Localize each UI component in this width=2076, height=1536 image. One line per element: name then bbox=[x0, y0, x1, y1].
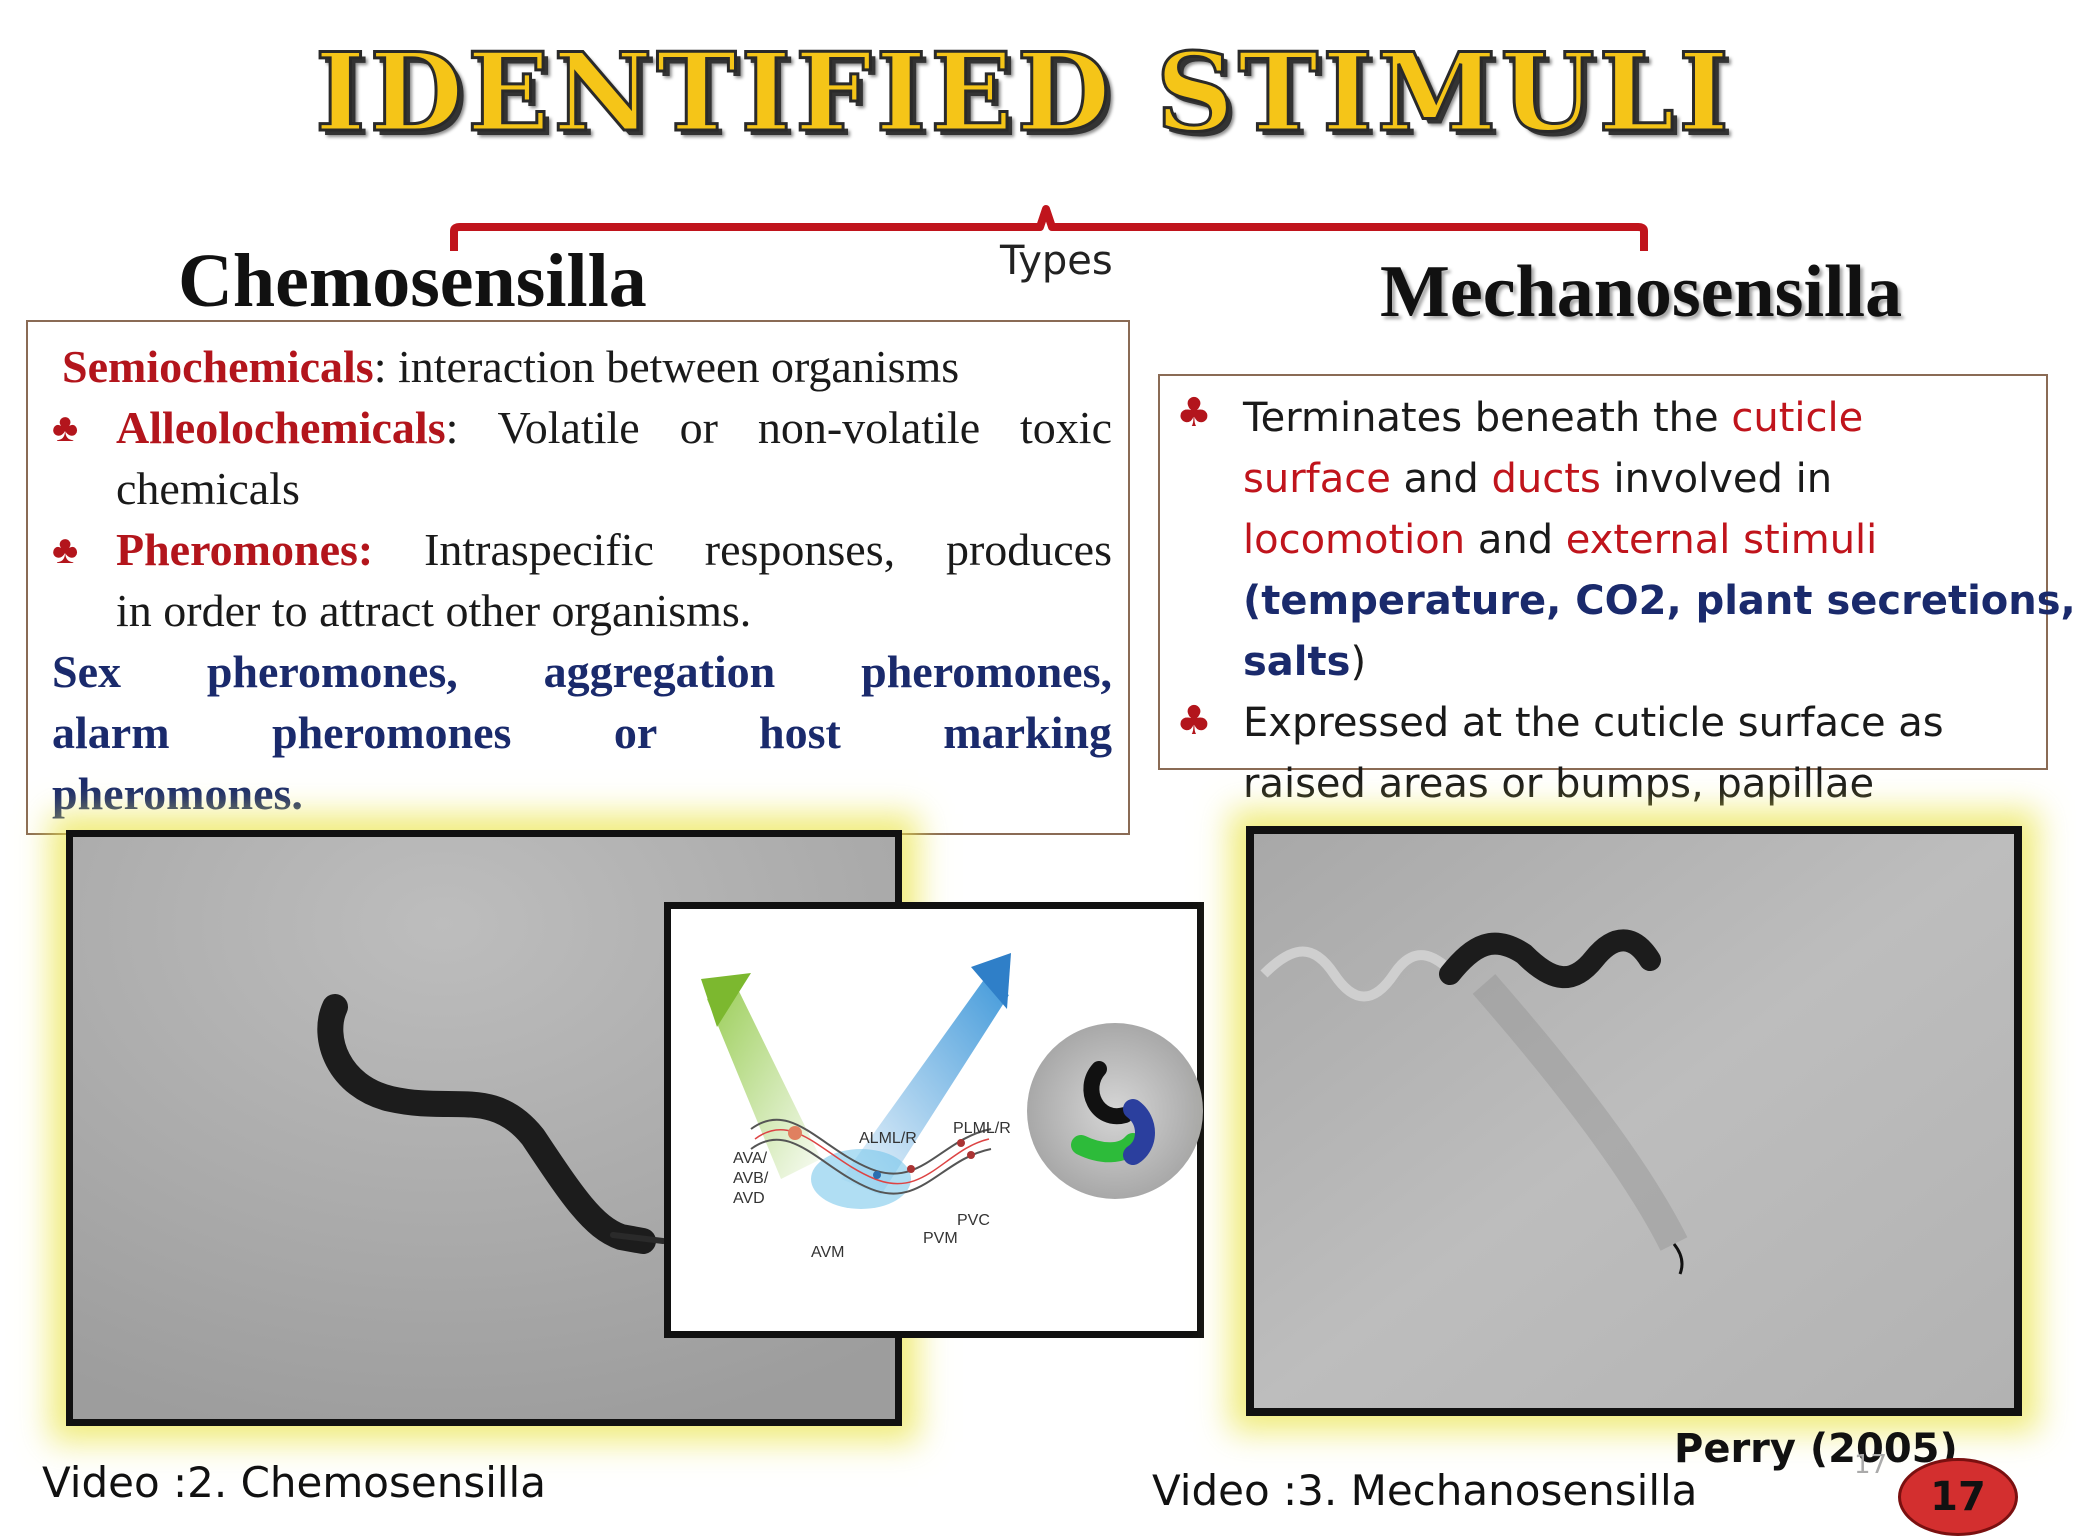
chemosensilla-heading: Chemosensilla bbox=[178, 239, 647, 323]
worm-video-frame bbox=[1254, 834, 2014, 1408]
mech-bullet2-line2: raised areas or bumps, papillae bbox=[1243, 761, 1875, 807]
mechanosensilla-heading: Mechanosensilla bbox=[1380, 251, 1903, 333]
pheromone-types-line-3: pheromones. bbox=[52, 768, 303, 819]
citation: Perry (2005) bbox=[1674, 1426, 1958, 1472]
semiochemicals-desc: : interaction between organisms bbox=[373, 341, 960, 392]
label-pvc: PVC bbox=[957, 1212, 990, 1229]
mechanosensilla-textbox bbox=[1158, 374, 2048, 770]
label-plml: PLML/R bbox=[953, 1120, 1011, 1137]
alleolochemicals-item: ♣ Alleolochemicals: Volatile or non-vola… bbox=[52, 397, 1112, 519]
pheromones-line-2: in order to attract other organisms. bbox=[116, 585, 752, 636]
label-ava: AVA/ bbox=[733, 1150, 768, 1167]
worm-shape bbox=[1439, 929, 1661, 989]
mech-text: ) bbox=[1350, 639, 1367, 685]
blue-arrow-icon bbox=[971, 953, 1011, 1009]
pheromones-line-1: Pheromones: Intraspecific responses, pro… bbox=[52, 519, 1112, 580]
semiochemicals-line: Semiochemicals: interaction between orga… bbox=[62, 336, 1122, 397]
mech-bullet1-line3: locomotion and external stimuli bbox=[1243, 510, 1877, 571]
video2-caption: Video :3. Mechanosensilla bbox=[1152, 1466, 1698, 1515]
pheromones-desc-1: Intraspecific responses, produces bbox=[373, 524, 1112, 575]
club-bullet-icon: ♣ bbox=[52, 527, 79, 572]
club-bullet-icon: ♣ bbox=[1176, 698, 1212, 744]
alleolochemicals-line-2: chemicals bbox=[116, 463, 300, 514]
green-arrow-icon bbox=[701, 973, 751, 1027]
mech-bullet1-line5: salts) bbox=[1243, 632, 1366, 693]
neuron-diagram-svg: AVA/ AVB/ AVD ALML/R PLML/R AVM PVM PVC bbox=[701, 953, 1203, 1261]
mechanosensilla-video[interactable] bbox=[1246, 826, 2022, 1416]
slide-title: IDENTIFIED STIMULI bbox=[314, 29, 1733, 158]
alleolochemicals-desc-1: : Volatile or non-volatile toxic bbox=[445, 402, 1112, 453]
mech-emphasis: salts bbox=[1243, 639, 1351, 685]
mechanosensation-diagram: AVA/ AVB/ AVD ALML/R PLML/R AVM PVM PVC bbox=[664, 902, 1204, 1338]
types-bracket bbox=[450, 205, 1648, 251]
label-pvm: PVM bbox=[923, 1230, 958, 1247]
mech-highlight: locomotion bbox=[1243, 517, 1466, 563]
mech-bullet1-line1: Terminates beneath the cuticle bbox=[1243, 388, 1863, 449]
alleolochemicals-line-1: Alleolochemicals: Volatile or non-volati… bbox=[52, 397, 1112, 458]
label-avb: AVB/ bbox=[733, 1170, 769, 1187]
mech-highlight: external stimuli bbox=[1565, 517, 1878, 563]
label-avd: AVD bbox=[733, 1190, 765, 1207]
types-label: Types bbox=[1000, 238, 1113, 284]
worm-shape bbox=[317, 994, 656, 1254]
slide-number-faint: 17 bbox=[1854, 1450, 1888, 1480]
pheromone-types-line-1: Sex pheromones, aggregation pheromones, bbox=[52, 646, 1112, 697]
mech-bullet1-line4: (temperature, CO2, plant secretions, bbox=[1243, 578, 2076, 624]
label-avm: AVM bbox=[811, 1244, 844, 1261]
club-bullet-icon: ♣ bbox=[1176, 390, 1212, 436]
video1-caption: Video :2. Chemosensilla bbox=[42, 1458, 546, 1507]
mech-text: Terminates beneath the bbox=[1243, 395, 1732, 441]
mech-text: and bbox=[1465, 517, 1566, 563]
club-bullet-icon: ♣ bbox=[52, 405, 79, 450]
label-alml: ALML/R bbox=[859, 1130, 917, 1147]
semiochemicals-term: Semiochemicals bbox=[62, 341, 374, 392]
chemosensilla-textbox: Semiochemicals: interaction between orga… bbox=[26, 320, 1130, 835]
mech-highlight: ducts bbox=[1491, 456, 1601, 502]
mech-highlight: cuticle bbox=[1731, 395, 1864, 441]
pheromones-item: ♣ Pheromones: Intraspecific responses, p… bbox=[52, 519, 1112, 641]
mech-highlight: surface bbox=[1243, 456, 1391, 502]
mech-text: and bbox=[1390, 456, 1492, 502]
pheromones-term: Pheromones: bbox=[116, 524, 374, 575]
mech-bullet1-line2: surface and ducts involved in bbox=[1243, 449, 1832, 510]
mech-text: involved in bbox=[1600, 456, 1833, 502]
pheromone-types-line-2: alarm pheromones or host marking bbox=[52, 707, 1112, 758]
blue-light-beam bbox=[841, 981, 1009, 1195]
mech-bullet2-line1: Expressed at the cuticle surface as bbox=[1243, 700, 1944, 746]
slide-number-badge: 17 bbox=[1898, 1458, 2018, 1536]
alleolochemicals-term: Alleolochemicals bbox=[116, 402, 446, 453]
